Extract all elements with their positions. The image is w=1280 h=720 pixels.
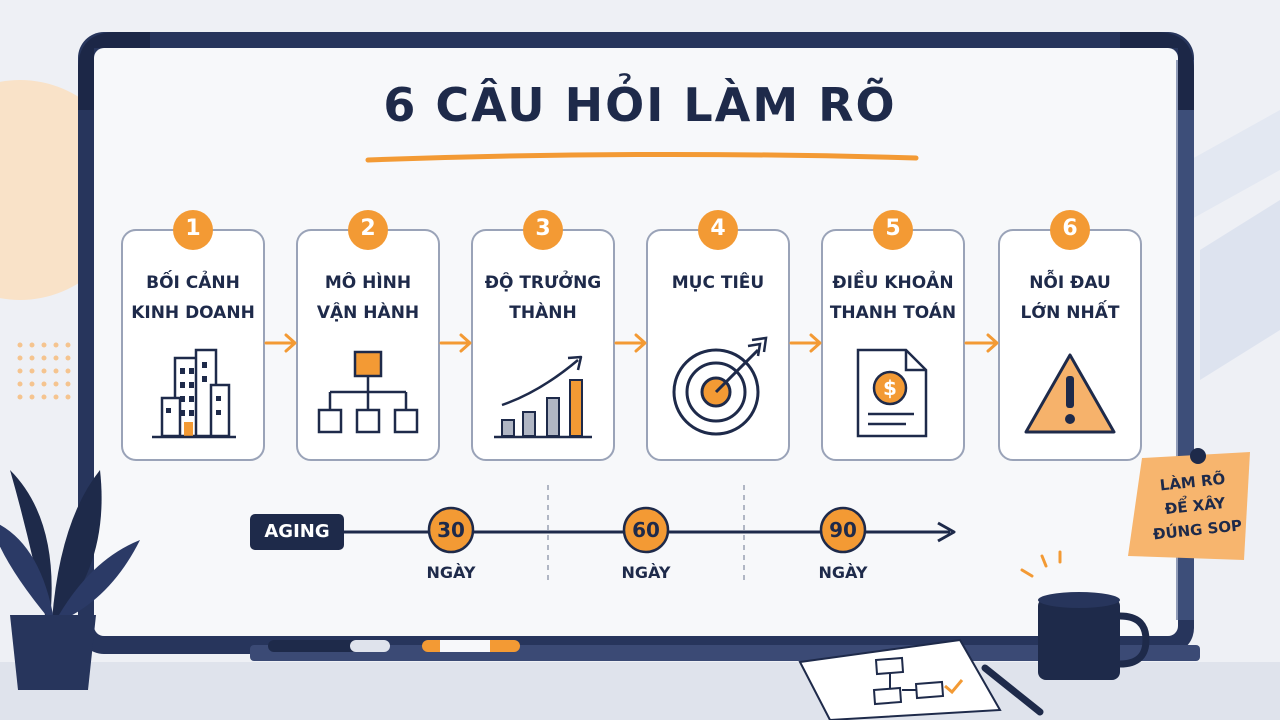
step-label-5: ĐIỀU KHOẢN THANH TOÁN — [818, 268, 968, 328]
invoice-icon: $ — [856, 348, 928, 438]
step-label-line: ĐIỀU KHOẢN — [832, 273, 954, 293]
step-number-circle-1 — [173, 210, 213, 250]
step-card-4 — [646, 229, 790, 461]
step-number-circles — [173, 210, 1090, 250]
warning-icon — [1024, 353, 1116, 434]
background-stripe — [1200, 200, 1280, 380]
milestone-90: 90 — [829, 518, 857, 542]
step-label-line: LỚN NHẤT — [1020, 303, 1120, 323]
plant — [0, 470, 140, 690]
step-number-circle-5 — [873, 210, 913, 250]
svg-text:$: $ — [883, 376, 897, 400]
step-number-2: 2 — [360, 216, 376, 241]
plant-pot — [10, 615, 96, 690]
step-label-2: MÔ HÌNH VẬN HÀNH — [293, 268, 443, 328]
aging-badge: AGING — [250, 514, 344, 550]
milestone-unit: NGÀY — [621, 563, 671, 582]
background-stripe — [1190, 110, 1280, 220]
step-label-line: NỖI ĐAU — [1029, 273, 1111, 293]
step-label-3: ĐỘ TRƯỞNG THÀNH — [468, 268, 618, 328]
pin-icon — [1190, 448, 1206, 464]
step-label-1: BỐI CẢNH KINH DOANH — [118, 268, 268, 328]
step-label-line: KINH DOANH — [131, 303, 255, 323]
frame-corner — [1120, 32, 1194, 110]
milestone-unit: NGÀY — [818, 563, 868, 582]
step-number-circle-3 — [523, 210, 563, 250]
step-number-5: 5 — [885, 216, 901, 241]
page-title: 6 CÂU HỎI LÀM RÕ — [383, 78, 897, 132]
step-label-line: ĐỘ TRƯỞNG — [484, 273, 602, 293]
milestone-unit: NGÀY — [426, 563, 476, 582]
flow-arrows — [264, 333, 999, 353]
coffee-mug — [1020, 550, 1150, 680]
markers — [268, 640, 520, 652]
sticky-note — [1128, 448, 1250, 560]
step-label-line: MỤC TIÊU — [671, 273, 765, 293]
org-chart-icon — [317, 350, 419, 434]
step-number-6: 6 — [1062, 216, 1078, 241]
milestone-60: 60 — [632, 518, 660, 542]
step-label-4: MỤC TIÊU — [643, 268, 793, 298]
sticky-note-text: LÀM RÕ ĐỂ XÂY ĐÚNG SOP — [1137, 464, 1254, 547]
step-label-line: THÀNH — [509, 303, 577, 323]
buildings-icon — [152, 348, 236, 439]
step-number-circle-2 — [348, 210, 388, 250]
step-number-3: 3 — [535, 216, 551, 241]
title-underline — [365, 151, 919, 163]
arrow-right-icon — [439, 333, 472, 353]
step-label-line: MÔ HÌNH — [324, 273, 412, 293]
target-icon — [672, 336, 768, 436]
background-dots — [17, 342, 71, 400]
step-label-line: THANH TOÁN — [829, 303, 957, 323]
frame-corner — [78, 32, 150, 110]
arrow-right-icon — [789, 333, 822, 353]
step-number-circle-6 — [1050, 210, 1090, 250]
aging-timeline — [344, 485, 956, 582]
step-label-line: BỐI CẢNH — [146, 273, 240, 293]
step-number-1: 1 — [185, 216, 201, 241]
notebook — [798, 638, 1002, 720]
milestone-30: 30 — [437, 518, 465, 542]
pen — [981, 664, 1044, 716]
arrow-right-icon — [264, 333, 297, 353]
step-card-3 — [471, 229, 615, 461]
growth-chart-icon — [494, 355, 592, 439]
step-number-circle-4 — [698, 210, 738, 250]
step-label-6: NỖI ĐAU LỚN NHẤT — [995, 268, 1145, 328]
step-label-line: VẬN HÀNH — [316, 303, 420, 323]
step-number-4: 4 — [710, 216, 726, 241]
arrow-right-icon — [964, 333, 999, 353]
arrow-right-icon — [614, 333, 647, 353]
